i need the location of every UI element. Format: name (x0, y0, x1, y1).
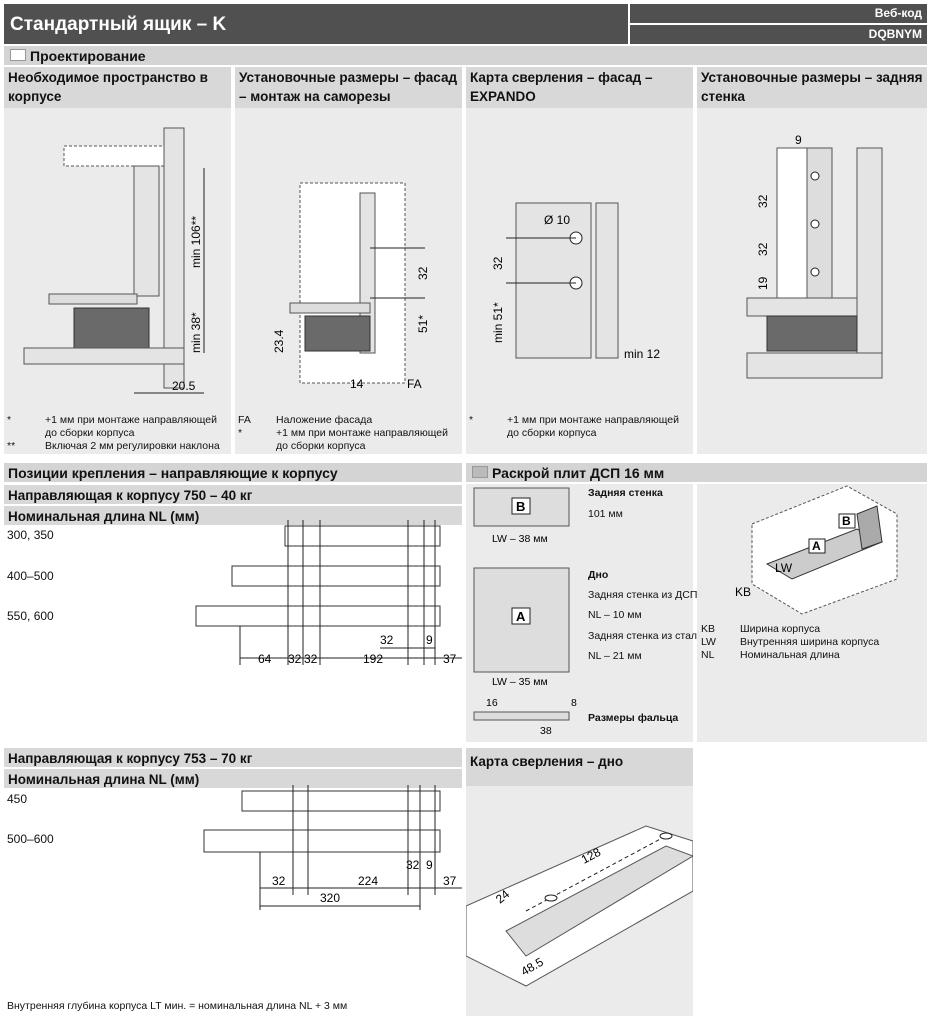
runner1-length-2: 400–500 (7, 569, 54, 583)
runner2-length-1: 450 (7, 792, 28, 806)
note-front-2: * +1 мм при монтаже направляющей до сбор… (238, 427, 448, 452)
web-code-label: Веб-код (630, 4, 927, 23)
pencil-icon (10, 49, 26, 61)
runner1-title: Направляющая к корпусу 750 – 40 кг (4, 485, 462, 504)
dim-32b: 32 (272, 874, 286, 888)
runner1-length-3: 550, 600 (7, 609, 54, 623)
rebate-d3: 38 (540, 725, 552, 737)
iso-kb: KB (735, 585, 751, 599)
runner1-nl-label: Номинальная длина NL (мм) (4, 506, 462, 525)
dim-19: 19 (756, 276, 770, 290)
back-label: Задняя стенка (588, 487, 663, 499)
runner2-diagram: 32 9 32 224 37 320 (203, 785, 462, 910)
bottom-label: Дно (588, 569, 609, 581)
dim-min106: min 106** (189, 216, 203, 268)
front-mount-diagram: 32 51* 23.4 14 FA (272, 182, 430, 391)
dim-9: 9 (426, 858, 433, 872)
iso-b: B (842, 514, 851, 528)
rebate-d2: 8 (571, 697, 577, 709)
positions-footnote: Внутренняя глубина корпуса LT мин. = ном… (7, 1000, 348, 1012)
runner1-length-1: 300, 350 (7, 528, 54, 542)
note-space-1: * +1 мм при монтаже направляющей до сбор… (7, 414, 217, 439)
back-height: 101 мм (588, 508, 623, 520)
board-icon (472, 466, 488, 478)
legend-lw: LW Внутренняя ширина корпуса (701, 636, 880, 648)
bottom-line-2: NL – 10 мм (588, 609, 642, 621)
back-width: LW – 38 мм (492, 533, 548, 545)
dim-20-5: 20.5 (172, 379, 196, 393)
note-front-1: FA Наложение фасада (238, 414, 373, 426)
dim-14: 14 (350, 377, 364, 391)
dim-9: 9 (795, 133, 802, 147)
cutting-parts-diagram: B LW – 38 мм A LW – 35 мм 16 8 38 (473, 487, 577, 737)
runner2-nl-label: Номинальная длина NL (мм) (4, 769, 462, 788)
note-drill-1: * +1 мм при монтаже направляющей до сбор… (469, 414, 679, 439)
runner2-length-2: 500–600 (7, 832, 54, 846)
legend-nl: NL Номинальная длина (701, 649, 840, 661)
panel-front-mount-title: Установочные размеры – фасад – монтаж на… (235, 67, 462, 108)
section-design: Проектирование (4, 46, 927, 65)
web-code: DQBNYM (630, 25, 927, 44)
rebate-label: Размеры фальца (588, 712, 679, 724)
cutting-iso-diagram: A B LW KB (735, 485, 898, 615)
note-space-2: ** Включая 2 мм регулировки наклона (7, 440, 220, 452)
dim-min51: min 51* (491, 302, 505, 343)
dim-37: 37 (443, 874, 457, 888)
panel-space-title: Необходимое пространство в корпусе (4, 67, 231, 108)
dim-diameter: Ø 10 (544, 213, 570, 227)
dim-64: 64 (258, 652, 272, 666)
panel-drill-front-title: Карта сверления – фасад – EXPANDO (466, 67, 693, 108)
dim-320: 320 (320, 891, 340, 905)
dim-32b: 32 (756, 242, 770, 256)
dim-32a: 32 (756, 194, 770, 208)
dim-32: 32 (491, 256, 505, 270)
space-diagram: min 106** min 38* 20.5 (23, 127, 205, 394)
dim-min12: min 12 (624, 347, 660, 361)
dim-32: 32 (416, 266, 430, 280)
part-b-letter: B (516, 499, 525, 514)
drill-front-diagram: Ø 10 32 min 51* min 12 (491, 202, 660, 361)
dim-min38: min 38* (189, 312, 203, 353)
dim-32a: 32 (288, 652, 302, 666)
dim-37: 37 (443, 652, 457, 666)
bottom-line-4: NL – 21 мм (588, 650, 642, 662)
section-cutting: Раскрой плит ДСП 16 мм (466, 463, 927, 482)
iso-lw: LW (775, 561, 793, 575)
part-a-letter: A (516, 609, 526, 624)
dim-32: 32 (380, 633, 394, 647)
rebate-d1: 16 (486, 697, 498, 709)
dim-224: 224 (358, 874, 378, 888)
bottom-width: LW – 35 мм (492, 676, 548, 688)
back-wall-diagram: 9 32 32 19 (746, 133, 883, 379)
dim-9: 9 (426, 633, 433, 647)
bottom-line-1: Задняя стенка из ДСП (588, 589, 698, 601)
dim-32: 32 (406, 858, 420, 872)
dim-192: 192 (363, 652, 383, 666)
dim-fa: FA (407, 377, 422, 391)
iso-a: A (812, 539, 821, 553)
legend-kb: KB Ширина корпуса (701, 623, 821, 635)
drill-bottom-title: Карта сверления – дно (466, 748, 693, 786)
panel-space (4, 67, 231, 454)
runner2-title: Направляющая к корпусу 753 – 70 кг (4, 748, 462, 767)
dim-32b: 32 (304, 652, 318, 666)
dim-51: 51* (416, 315, 430, 333)
dim-23-4: 23.4 (272, 329, 286, 353)
bottom-line-3: Задняя стенка из стали (588, 630, 703, 642)
panel-back-wall-title: Установочные размеры – задняя стенка (697, 67, 927, 108)
section-positions: Позиции крепления – направляющие к корпу… (4, 463, 462, 482)
page-title: Стандартный ящик – K (4, 4, 628, 44)
runner1-diagram: 32 9 64 32 32 192 37 (195, 520, 462, 666)
drill-bottom-diagram: 128 24 48.5 (466, 825, 693, 987)
